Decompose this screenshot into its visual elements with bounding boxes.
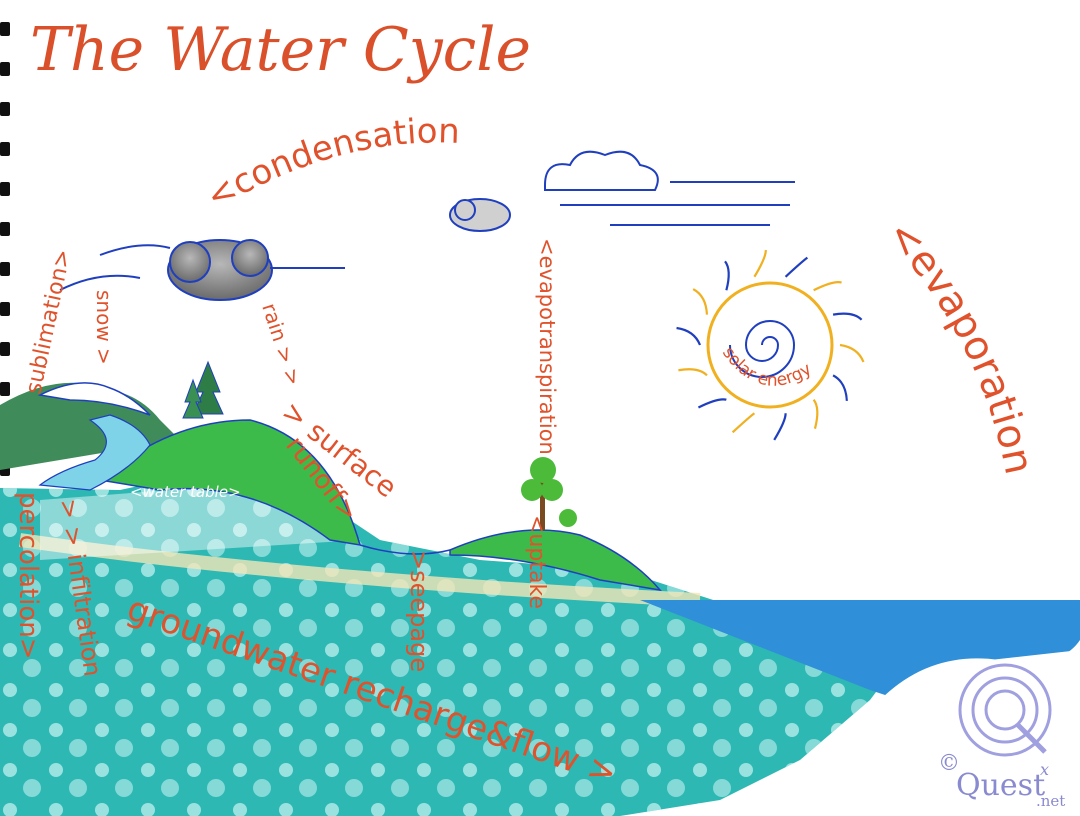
sun-icon [676,250,865,441]
logo-superscript: x [1040,760,1049,779]
binding-ring [0,62,10,76]
label-snow: snow > [92,290,116,365]
storm-cloud [59,239,345,301]
label-water-table: <water table> [130,483,241,501]
pine-trees [182,360,224,419]
logo-name: Quest [956,768,1045,803]
questx-logo-mark [958,663,1052,757]
leafy-tree [521,457,577,530]
sun-ray [692,288,709,315]
label-uptake: <uptake [524,515,549,609]
label-seepage: >seepage [405,550,433,672]
sun-ray [784,256,809,278]
binding-ring [0,342,10,356]
label-sublimation: sublimation> [21,247,76,396]
white-cloud [544,150,795,226]
land-hills [98,419,662,592]
sun-ray [813,281,842,292]
sun-ray [676,326,702,346]
logo-copyright: © [938,751,960,776]
binding-ring [0,302,10,316]
small-cloud [449,198,511,232]
sun-ray [812,399,819,429]
sun-ray [832,374,848,401]
sun-ray [678,368,708,377]
binding-ring [0,222,10,236]
binding-ring [0,142,10,156]
sun-ray [839,343,865,363]
label-rain: rain > > [257,300,306,388]
sun-ray [731,412,756,434]
label-condensation: <condensation [200,111,461,217]
sun-ray [832,312,863,321]
binding-ring [0,102,10,116]
label-solar-energy: solar energy [718,343,815,390]
river [38,414,151,491]
sun-ray [753,250,767,278]
label-evaporation: <evaporation [878,211,1042,478]
logo-domain: .net [1036,792,1065,810]
page-title: The Water Cycle [30,15,531,85]
label-percolation: percolation> [13,492,43,660]
sun-ray [697,398,727,409]
binding-ring [0,262,10,276]
sun-ray [773,413,787,441]
questx-logo: © Quest x .net [853,640,1080,816]
label-evapotranspiration: <evapotranspiration [535,238,559,455]
sun-ray [724,260,730,291]
binding-ring [0,382,10,396]
binding-ring [0,182,10,196]
snowy-mountain [0,382,180,470]
binding-ring [0,22,10,36]
